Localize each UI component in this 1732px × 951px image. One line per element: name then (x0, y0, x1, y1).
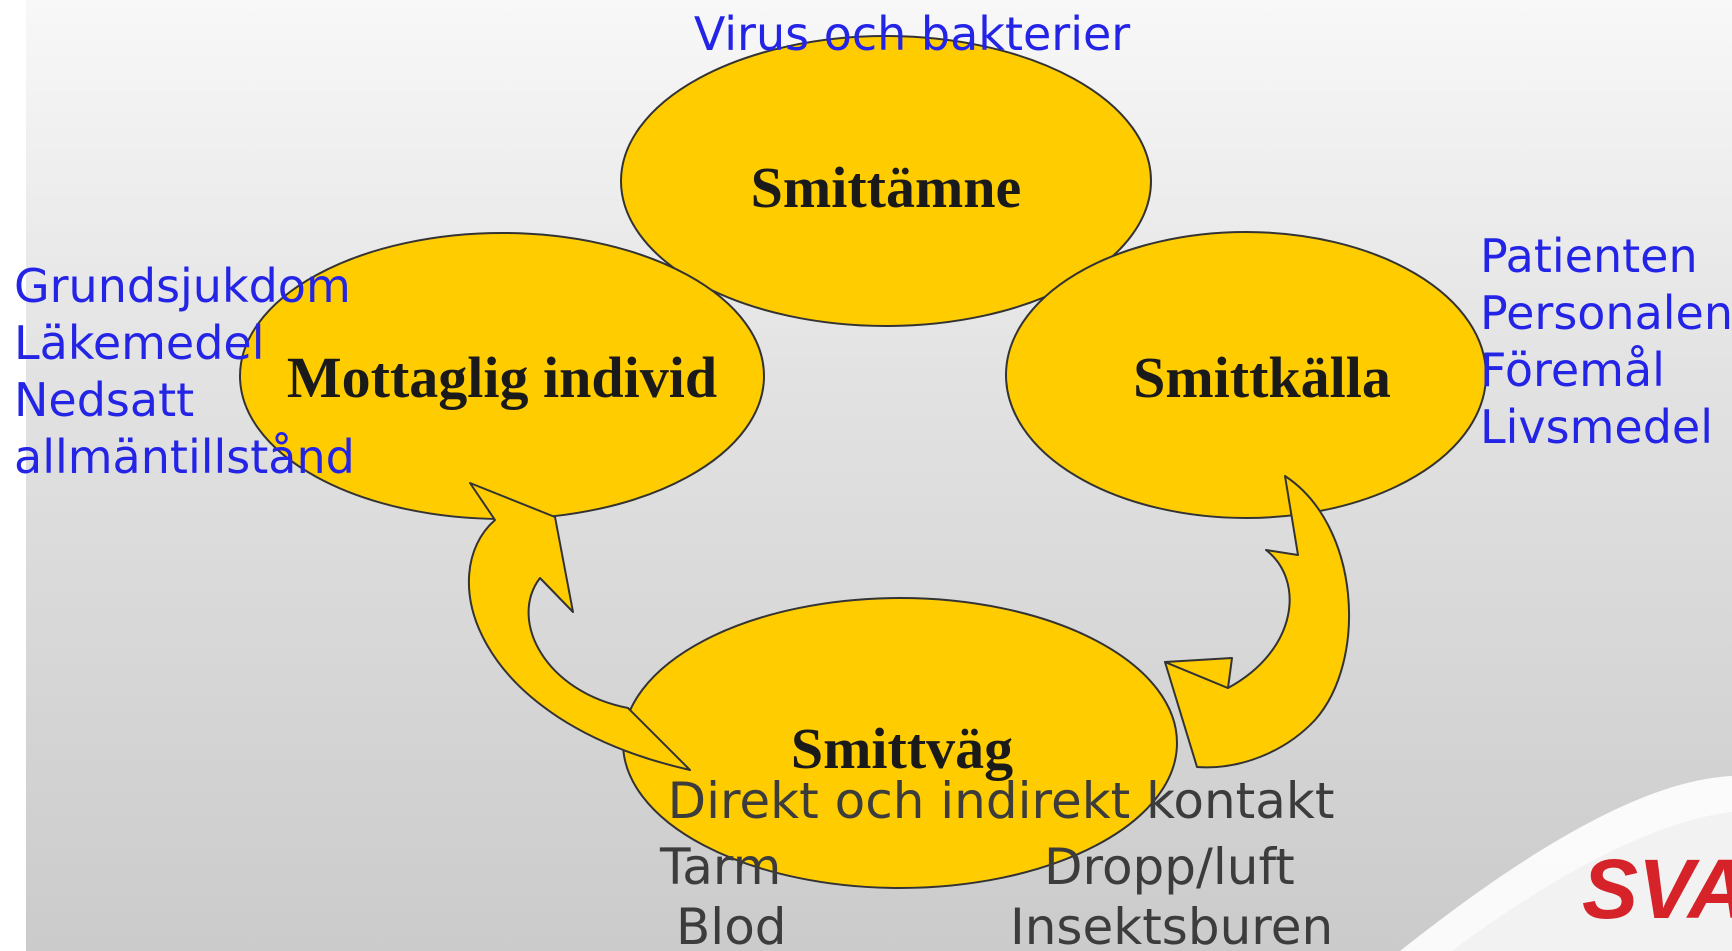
annotation-bottom-left-0: Tarm (659, 838, 781, 896)
annotation-bottom-right-1: Insektsburen (1010, 898, 1333, 951)
node-smittamne-label: Smittämne (751, 155, 1022, 220)
annotation-left-list: Grundsjukdom Läkemedel Nedsatt allmäntil… (14, 258, 355, 486)
annotation-bottom-title: Direkt och indirekt kontakt (668, 772, 1335, 830)
annotation-bottom-right-0: Dropp/luft (1044, 838, 1295, 896)
annotation-right-list: Patienten Personalen Föremål Livsmedel (1480, 228, 1732, 456)
annotation-left-item: Läkemedel (14, 316, 265, 370)
sva-logo-text: SVA (1582, 842, 1732, 936)
annotation-bottom-left-1: Blod (676, 898, 787, 951)
annotation-right-item: Livsmedel (1480, 400, 1713, 454)
node-smittamne: Smittämne (620, 35, 1152, 327)
annotation-left-item: Nedsatt (14, 373, 195, 427)
node-smittvag-label: Smittväg (791, 716, 1013, 781)
annotation-right-item: Personalen (1480, 286, 1732, 340)
arrow-smittkalla-to-smittvag (1164, 475, 1350, 769)
arrow-smittkalla-tail (1164, 657, 1233, 689)
annotation-right-item: Föremål (1480, 343, 1665, 397)
node-mottaglig-individ-label: Mottaglig individ (287, 345, 717, 410)
node-smittkalla-label: Smittkälla (1133, 345, 1391, 410)
arrow-smittvag-to-mottaglig (467, 482, 691, 771)
annotation-right-item: Patienten (1480, 229, 1698, 283)
annotation-left-item: Grundsjukdom (14, 259, 351, 313)
annotation-left-item: allmäntillstånd (14, 430, 355, 484)
node-smittkalla: Smittkälla (1005, 231, 1487, 519)
annotation-top: Virus och bakterier (694, 7, 1130, 61)
node-mottaglig-individ: Mottaglig individ (239, 232, 765, 520)
sva-logo: SVA (1400, 776, 1732, 951)
